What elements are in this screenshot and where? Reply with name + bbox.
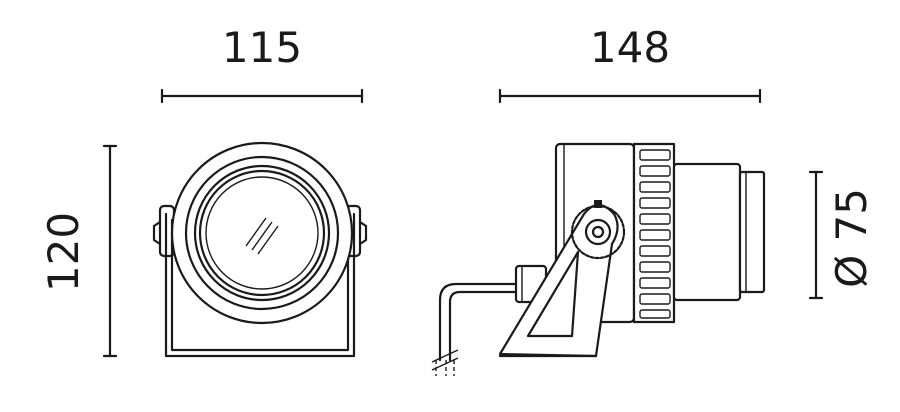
glass-hatch-1	[245, 217, 267, 247]
front-bezel	[193, 164, 331, 302]
front-lens	[205, 176, 319, 290]
front-housing-ring	[184, 155, 340, 311]
side-mounting-arm-cutout	[526, 250, 580, 338]
side-view	[431, 142, 766, 376]
length-dimension-label: 148	[590, 23, 670, 72]
side-lens-cap	[738, 170, 766, 294]
front-bracket-inner	[170, 218, 350, 352]
height-dimension-label: 120	[39, 212, 88, 292]
side-pivot-marker	[594, 200, 602, 208]
width-dimension-label: 115	[222, 23, 302, 72]
glass-hatch-3	[257, 225, 279, 255]
cable-cut-lines	[435, 360, 455, 376]
cable-break-1	[431, 349, 459, 363]
height-dimension: 120	[39, 144, 118, 358]
glass-hatch-2	[251, 221, 273, 251]
side-pivot-screw	[591, 225, 605, 239]
side-fins	[639, 149, 671, 319]
cable-break-2	[431, 357, 459, 371]
front-knob-right-cap	[358, 220, 368, 246]
front-view	[152, 141, 368, 358]
front-bracket	[164, 212, 356, 358]
front-bezel-inner	[198, 169, 326, 297]
side-pivot-knob	[584, 218, 612, 246]
cable-outer	[438, 282, 518, 362]
width-dimension: 115	[160, 23, 364, 104]
front-knob-left-cap	[152, 220, 162, 246]
front-housing-outer	[170, 141, 354, 325]
side-front-cylinder	[672, 162, 742, 302]
side-mounting-arm	[498, 203, 619, 358]
diameter-dimension: Ø 75	[808, 170, 876, 300]
length-dimension: 148	[498, 23, 762, 104]
diameter-dimension-label: Ø 75	[827, 188, 876, 288]
cable-inner	[448, 290, 518, 362]
